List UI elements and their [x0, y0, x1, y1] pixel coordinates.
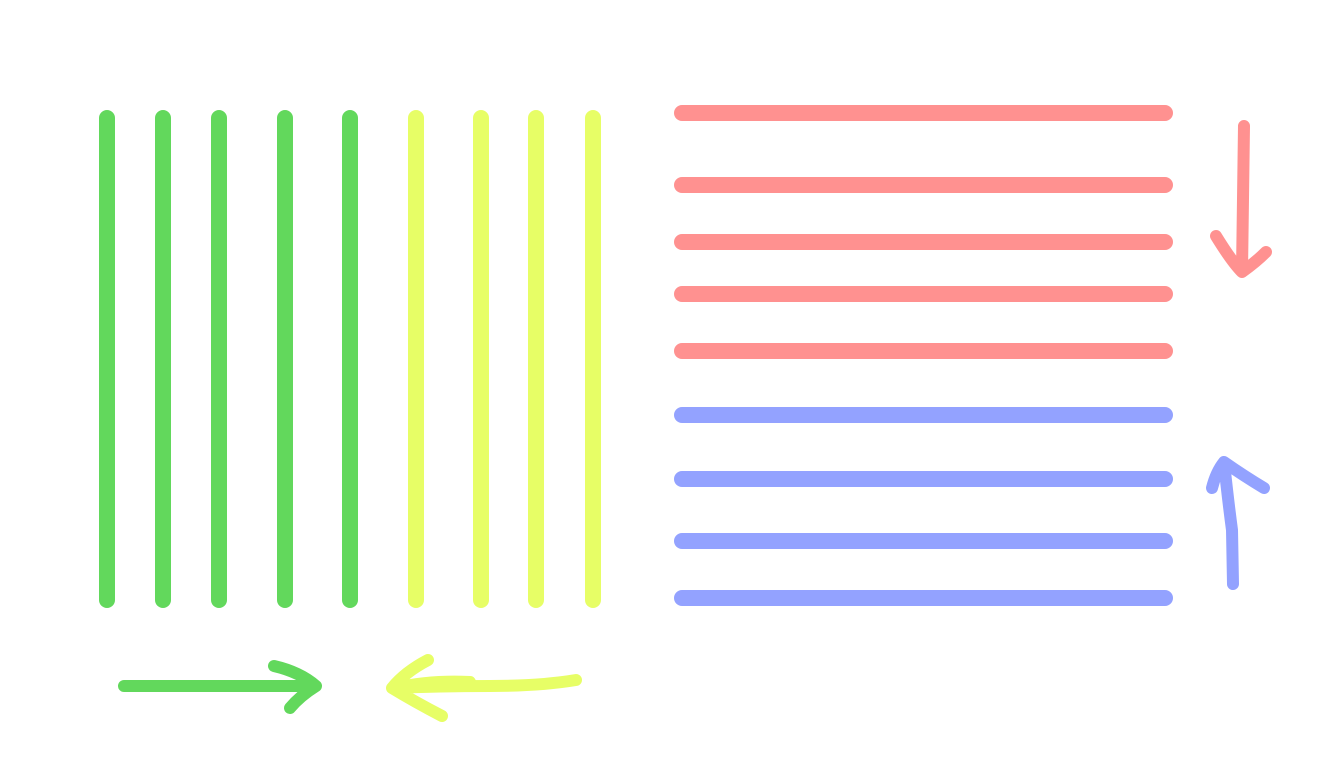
- horizontal-lines-group: [674, 105, 1173, 606]
- yellow-left-arrow-icon: [386, 654, 582, 722]
- blue-up-arrow-icon: [1206, 456, 1270, 590]
- green-right-arrow-icon: [118, 660, 322, 714]
- red-down-arrow-icon: [1210, 120, 1272, 278]
- arrows-group: [118, 120, 1272, 722]
- vertical-lines-group: [99, 110, 601, 608]
